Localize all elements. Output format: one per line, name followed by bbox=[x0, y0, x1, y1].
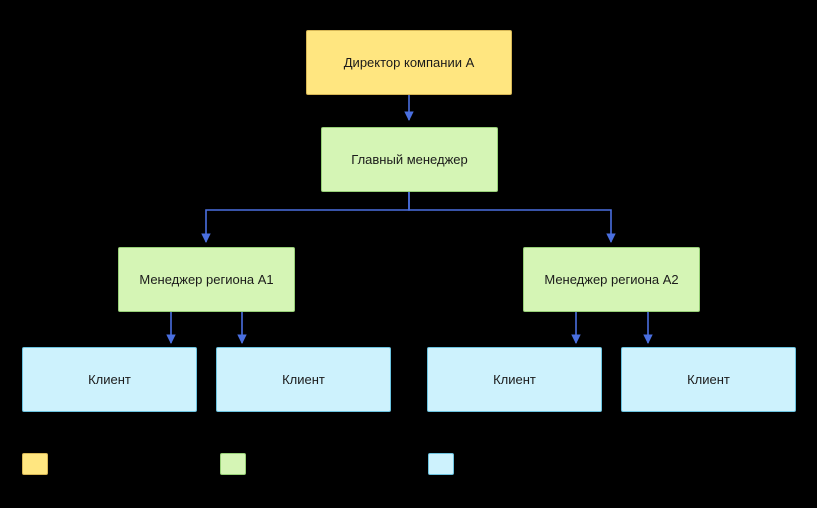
node-region-a2-label: Менеджер региона А2 bbox=[544, 271, 679, 287]
node-client-1-label: Клиент bbox=[88, 371, 131, 387]
node-client-1[interactable]: Клиент bbox=[22, 347, 197, 412]
node-client-3-label: Клиент bbox=[493, 371, 536, 387]
node-head-manager[interactable]: Главный менеджер bbox=[321, 127, 498, 192]
node-client-4-label: Клиент bbox=[687, 371, 730, 387]
legend-swatch-client bbox=[428, 453, 454, 475]
node-region-a1[interactable]: Менеджер региона А1 bbox=[118, 247, 295, 312]
node-client-2[interactable]: Клиент bbox=[216, 347, 391, 412]
node-head-manager-label: Главный менеджер bbox=[351, 151, 468, 167]
node-client-3[interactable]: Клиент bbox=[427, 347, 602, 412]
node-region-a2[interactable]: Менеджер региона А2 bbox=[523, 247, 700, 312]
edge-head-manager-to-region-a2 bbox=[408, 192, 616, 243]
node-client-2-label: Клиент bbox=[282, 371, 325, 387]
legend-swatch-director bbox=[22, 453, 48, 475]
edge-head-manager-to-region-a1 bbox=[201, 192, 410, 243]
node-director[interactable]: Директор компании А bbox=[306, 30, 512, 95]
node-client-4[interactable]: Клиент bbox=[621, 347, 796, 412]
legend-swatch-manager bbox=[220, 453, 246, 475]
node-director-label: Директор компании А bbox=[343, 54, 475, 70]
node-region-a1-label: Менеджер региона А1 bbox=[139, 271, 274, 287]
